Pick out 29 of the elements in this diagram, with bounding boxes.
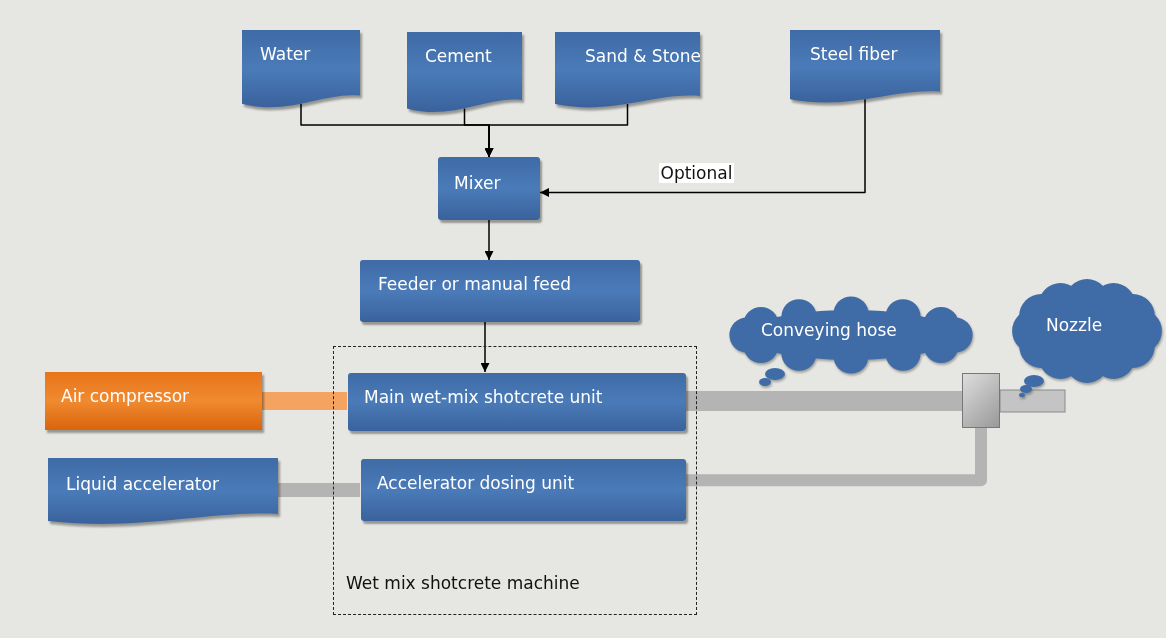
nozzle-block [962, 373, 1000, 428]
node-label: Feeder or manual feed [378, 274, 571, 295]
edge-label: Optional [658, 162, 735, 183]
node-label: Mixer [454, 173, 501, 194]
process-box [45, 372, 262, 430]
process-box [348, 373, 686, 431]
pipe [278, 483, 360, 497]
node-label: Water [260, 44, 311, 65]
node-label: Steel fiber [810, 44, 898, 65]
node-label: Liquid accelerator [66, 474, 219, 495]
node-label: Nozzle [1046, 315, 1103, 336]
machine-boundary [333, 346, 697, 615]
arrow [480, 321, 490, 373]
node-label: Air compressor [61, 386, 190, 407]
node-label: Accelerator dosing unit [377, 473, 575, 494]
pipe [262, 392, 347, 410]
process-box [360, 260, 640, 322]
arrow [484, 103, 629, 158]
process-box [438, 157, 540, 220]
node-label: Main wet-mix shotcrete unit [364, 387, 603, 408]
process-box [361, 459, 686, 521]
pipe [685, 391, 962, 411]
node-label: Conveying hose [761, 320, 897, 341]
arrow [539, 98, 866, 197]
node-label: Cement [425, 46, 492, 67]
node-label: Wet mix shotcrete machine [346, 573, 580, 594]
arrow [484, 219, 494, 261]
node-label: Sand & Stone [585, 46, 701, 67]
pipe [685, 428, 987, 487]
